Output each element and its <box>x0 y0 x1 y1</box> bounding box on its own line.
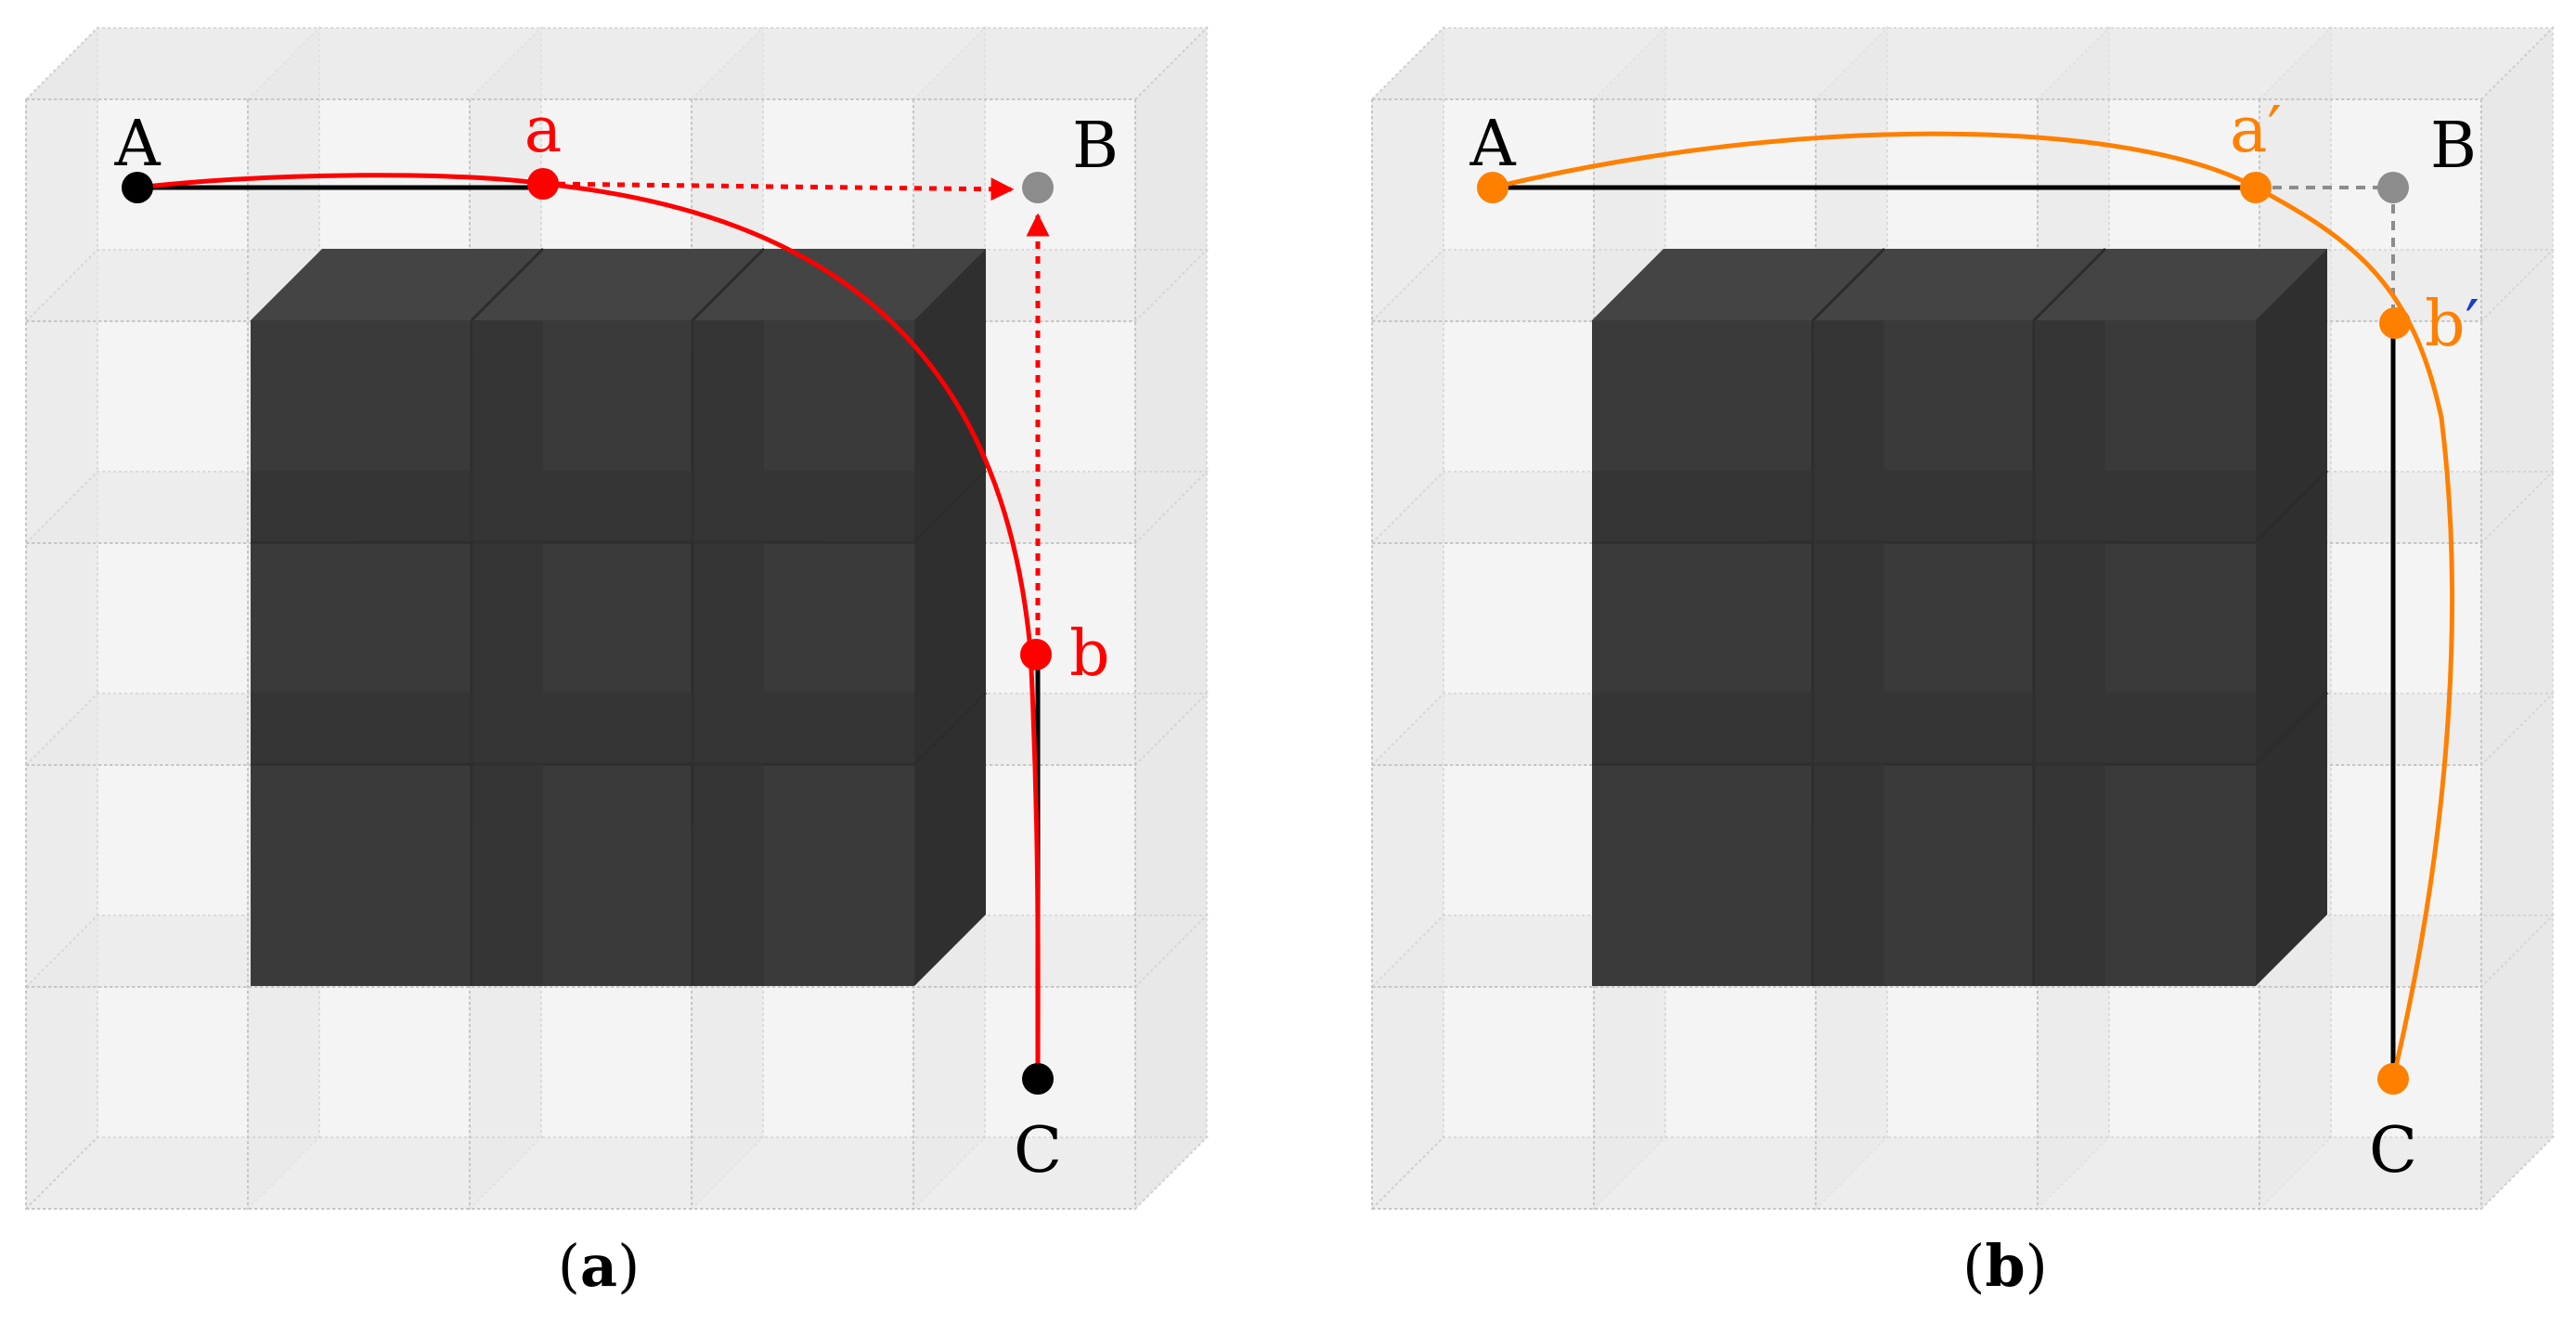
panel-a: A B C a b (a) <box>23 25 1210 1300</box>
obstacle-block-a <box>251 247 988 986</box>
grid-vertical-slab <box>1371 25 1444 1212</box>
label-C-b: C <box>2369 1114 2417 1187</box>
smoothed-path-a <box>136 173 1041 1080</box>
point-A-b <box>1477 172 1508 203</box>
label-B-b: B <box>2430 110 2477 183</box>
point-a-prime <box>2240 172 2272 203</box>
grid-vertical-slab <box>25 25 98 1212</box>
panel-b: A B C a′ b′ (b) <box>1369 25 2556 1300</box>
label-b: b <box>1069 617 1110 691</box>
projection-arrows-a <box>542 177 1050 650</box>
point-B-a <box>1022 172 1054 203</box>
label-b-prime: b′ <box>2425 288 2479 361</box>
grid-horizontal-slab <box>1369 1136 2556 1210</box>
grid-horizontal-slab <box>23 27 1210 100</box>
caption-b: (b) <box>1962 1232 2048 1300</box>
point-C-b <box>2377 1063 2409 1095</box>
point-a <box>527 168 559 200</box>
gray-corner-b <box>2256 186 2395 323</box>
b-prime-mark: ′ <box>2466 288 2479 361</box>
label-B-a: B <box>1072 110 1119 183</box>
grid-vertical-slab <box>2480 25 2554 1212</box>
point-B-b <box>2377 172 2409 203</box>
caption-a: (a) <box>558 1232 641 1300</box>
point-C-a <box>1022 1063 1054 1095</box>
label-A-a: A <box>113 108 161 181</box>
smoothed-path-b <box>1492 131 2455 1080</box>
label-a-prime: a′ <box>2230 94 2282 167</box>
point-b <box>1020 639 1052 670</box>
label-C-a: C <box>1014 1114 1062 1187</box>
point-b-prime <box>2379 307 2411 339</box>
point-A-a <box>122 172 153 203</box>
grid-horizontal-slab <box>23 1136 1210 1210</box>
straight-path-b <box>1493 185 2396 1079</box>
grid-horizontal-slab <box>1369 27 2556 100</box>
grid-vertical-slab <box>1134 25 1208 1212</box>
label-a: a <box>524 94 563 167</box>
label-A-b: A <box>1469 108 1516 181</box>
obstacle-block-b <box>1592 247 2329 986</box>
